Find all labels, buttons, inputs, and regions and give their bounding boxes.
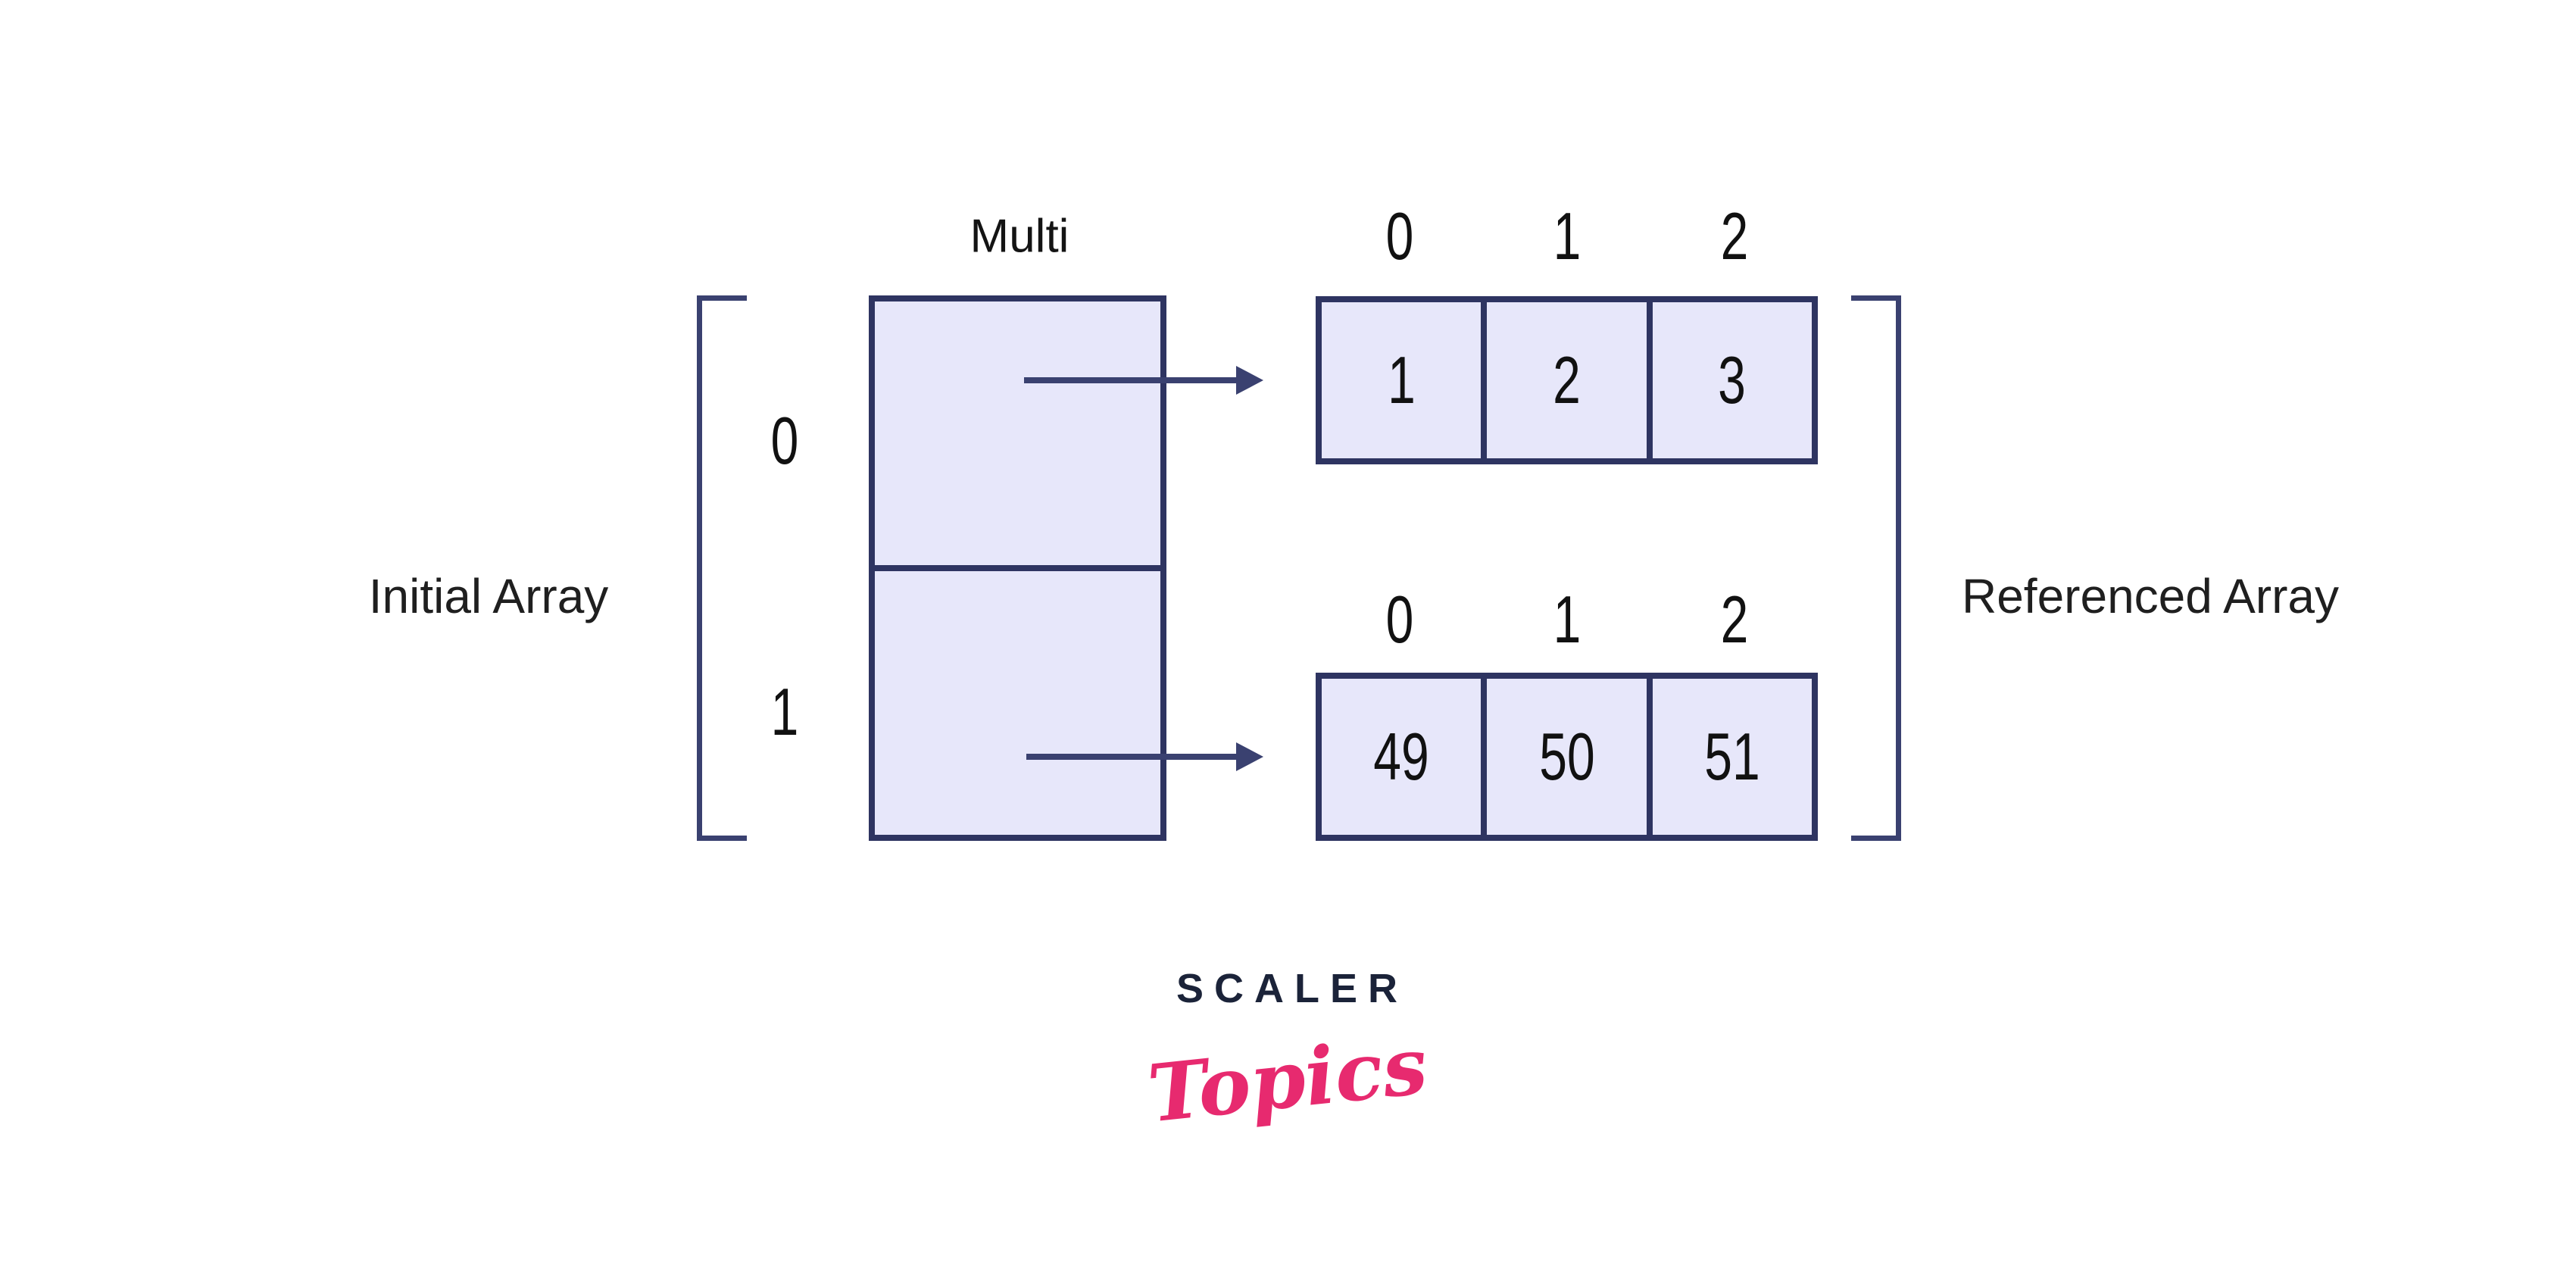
pointer-arrow-bottom-line — [1026, 754, 1236, 760]
top-array-index-1: 1 — [1553, 198, 1582, 273]
array-cell: 1 — [1322, 302, 1488, 458]
pointer-arrow-top-head-icon — [1236, 366, 1263, 395]
multi-label: Multi — [970, 210, 1069, 263]
array-cell: 51 — [1653, 679, 1812, 835]
cell-value: 1 — [1387, 342, 1416, 417]
scaler-logo-wordmark: SCALER — [1176, 966, 1409, 1011]
scaler-logo-topics-script: Topics — [1144, 1018, 1432, 1141]
top-array-index-2: 2 — [1720, 198, 1749, 273]
bottom-array-index-2: 2 — [1720, 582, 1749, 657]
top-referenced-array: 1 2 3 — [1316, 296, 1818, 464]
cell-value: 2 — [1553, 342, 1581, 417]
multi-pointer-box — [869, 295, 1166, 841]
left-bracket — [697, 295, 747, 841]
right-bracket — [1851, 295, 1901, 841]
row-index-1: 1 — [770, 674, 799, 749]
cell-value: 3 — [1718, 342, 1747, 417]
pointer-arrow-top-line — [1024, 377, 1236, 383]
array-cell: 3 — [1653, 302, 1812, 458]
pointer-cell-0 — [875, 301, 1160, 571]
cell-value: 51 — [1704, 719, 1760, 794]
array-cell: 2 — [1487, 302, 1653, 458]
row-index-0: 0 — [770, 403, 799, 478]
pointer-arrow-bottom-head-icon — [1236, 742, 1263, 771]
bottom-array-index-1: 1 — [1553, 582, 1582, 657]
bottom-array-index-0: 0 — [1385, 582, 1414, 657]
bottom-referenced-array: 49 50 51 — [1316, 673, 1818, 841]
cell-value: 49 — [1373, 719, 1429, 794]
pointer-cell-1 — [875, 571, 1160, 835]
referenced-array-label: Referenced Array — [1961, 569, 2340, 623]
array-cell: 50 — [1487, 679, 1653, 835]
cell-value: 50 — [1538, 719, 1595, 794]
initial-array-label: Initial Array — [368, 569, 609, 623]
top-array-index-0: 0 — [1385, 198, 1414, 273]
array-cell: 49 — [1322, 679, 1488, 835]
